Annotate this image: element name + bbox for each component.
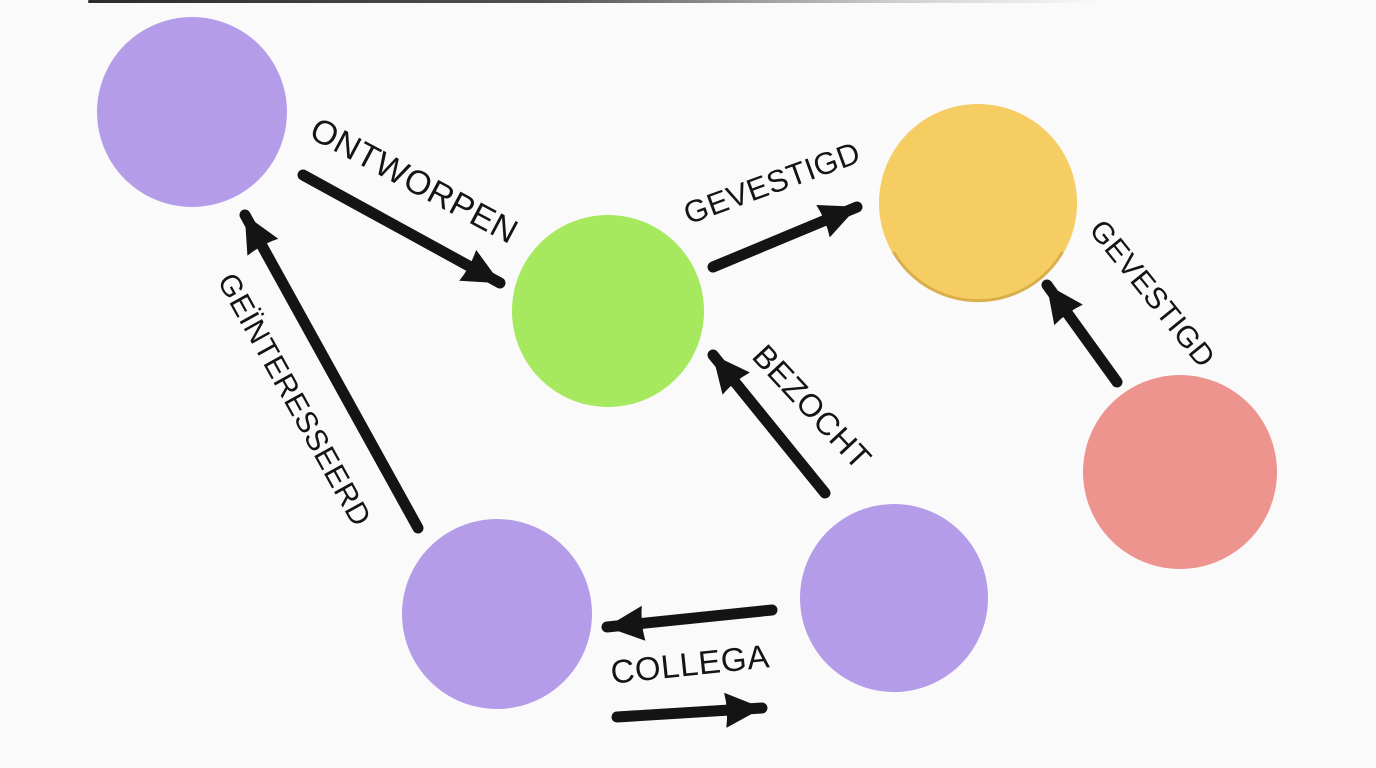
- node-purple-bottom-right: [800, 504, 988, 692]
- node-rim-shade: [892, 251, 1064, 303]
- edge-label-collega-5: COLLEGA: [609, 637, 771, 690]
- edge-label-gevestigd-4: GEVESTIGD: [1083, 214, 1222, 374]
- nodes-layer: [97, 17, 1277, 709]
- node-purple-bottom-left: [402, 519, 592, 709]
- node-pink-right: [1083, 375, 1277, 569]
- edge-label-bezocht-2: BEZOCHT: [746, 338, 879, 477]
- edge-arrow-purple-bottom-left--purple-bottom-right: [611, 692, 768, 728]
- edge-arrow-purple-bottom-right--green-center: [707, 349, 831, 499]
- edge-arrow-purple-top-left--green-center: [297, 169, 506, 289]
- node-yellow-top-right: [879, 104, 1077, 302]
- edge-arrow-green-center--yellow-top-right: [707, 201, 863, 273]
- edges-layer: [239, 169, 1123, 728]
- edge-arrow-purple-bottom-left--purple-top-left: [239, 209, 424, 534]
- top-edge-artifact-line: [88, 0, 1103, 3]
- edge-arrow-purple-bottom-right--purple-bottom-left: [601, 604, 778, 641]
- edge-arrow-pink-right--yellow-top-right: [1041, 279, 1123, 388]
- node-green-center: [512, 215, 704, 407]
- node-purple-top-left: [97, 17, 287, 207]
